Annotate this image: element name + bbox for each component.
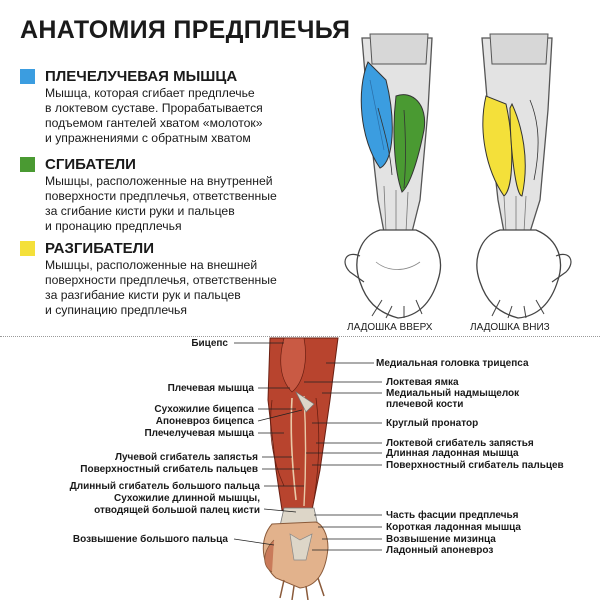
right-leader-lines bbox=[304, 362, 382, 551]
label-palmar-aponeurosis: Ладонный апоневроз bbox=[386, 545, 494, 556]
section-heading: ПЛЕЧЕЛУЧЕВАЯ МЫШЦА bbox=[45, 67, 238, 85]
label-flexor-carpi-ulnaris: Локтевой сгибатель запястья bbox=[386, 438, 534, 449]
divider bbox=[0, 336, 600, 337]
label-triceps-medial-head: Медиальная головка трицепса bbox=[376, 358, 529, 369]
page-title: АНАТОМИЯ ПРЕДПЛЕЧЬЯ bbox=[20, 16, 351, 44]
blue-legend-swatch bbox=[20, 68, 35, 84]
label-brachialis: Плечевая мышца bbox=[167, 383, 254, 394]
anatomy-arm bbox=[262, 337, 339, 600]
label-medial-epicondyle-line2: плечевой кости bbox=[386, 399, 464, 410]
label-medial-epicondyle-line1: Медиальный надмыщелок bbox=[386, 388, 520, 399]
green-legend-swatch bbox=[20, 156, 35, 172]
label-biceps: Бицепс bbox=[191, 338, 228, 349]
section-description: Мышца, которая сгибает предплечье в локт… bbox=[45, 86, 263, 145]
label-biceps-tendon: Сухожилие бицепса bbox=[154, 404, 254, 415]
label-forearm-fascia: Часть фасции предплечья bbox=[386, 510, 519, 521]
label-brachioradialis: Плечелучевая мышца bbox=[144, 428, 254, 439]
section-heading: СГИБАТЕЛИ bbox=[45, 155, 136, 173]
section-description: Мышцы, расположенные на внутренней повер… bbox=[45, 174, 277, 233]
section-flexors: СГИБАТЕЛИ Мышцы, расположенные на внутре… bbox=[20, 154, 335, 234]
label-palmaris-longus: Длинная ладонная мышца bbox=[386, 448, 519, 459]
caption-palm-up: ЛАДОШКА ВВЕРХ bbox=[347, 322, 433, 333]
left-leader-lines bbox=[233, 342, 304, 546]
section-brachioradialis: ПЛЕЧЕЛУЧЕВАЯ МЫШЦА Мышца, которая сгибае… bbox=[20, 66, 335, 146]
yellow-legend-swatch bbox=[20, 240, 35, 256]
label-hypothenar-eminence: Возвышение мизинца bbox=[386, 534, 496, 545]
label-abductor-tendon-line1: Сухожилие длинной мышцы, bbox=[114, 493, 260, 504]
section-extensors: РАЗГИБАТЕЛИ Мышцы, расположенные на внеш… bbox=[20, 238, 335, 318]
label-pronator-teres: Круглый пронатор bbox=[386, 418, 479, 429]
label-bicipital-aponeurosis: Апоневроз бицепса bbox=[155, 416, 254, 427]
label-thenar-eminence: Возвышение большого пальца bbox=[72, 534, 228, 545]
section-heading: РАЗГИБАТЕЛИ bbox=[45, 239, 154, 257]
caption-palm-down: ЛАДОШКА ВНИЗ bbox=[470, 322, 550, 333]
label-palmaris-brevis: Короткая ладонная мышца bbox=[386, 522, 521, 533]
label-flexor-digitorum-superficialis: Поверхностный сгибатель пальцев bbox=[80, 464, 258, 475]
arm-palm-up bbox=[344, 33, 442, 319]
section-description: Мышцы, расположенные на внешней поверхно… bbox=[45, 258, 277, 317]
label-flexor-digitorum-superficialis-right: Поверхностный сгибатель пальцев bbox=[386, 460, 564, 471]
label-cubital-fossa: Локтевая ямка bbox=[386, 377, 459, 388]
label-abductor-tendon-line2: отводящей большой палец кисти bbox=[94, 505, 260, 516]
label-flexor-carpi-radialis: Лучевой сгибатель запястья bbox=[114, 452, 258, 463]
arm-palm-down bbox=[476, 33, 572, 319]
label-flexor-pollicis-longus: Длинный сгибатель большого пальца bbox=[69, 481, 260, 492]
